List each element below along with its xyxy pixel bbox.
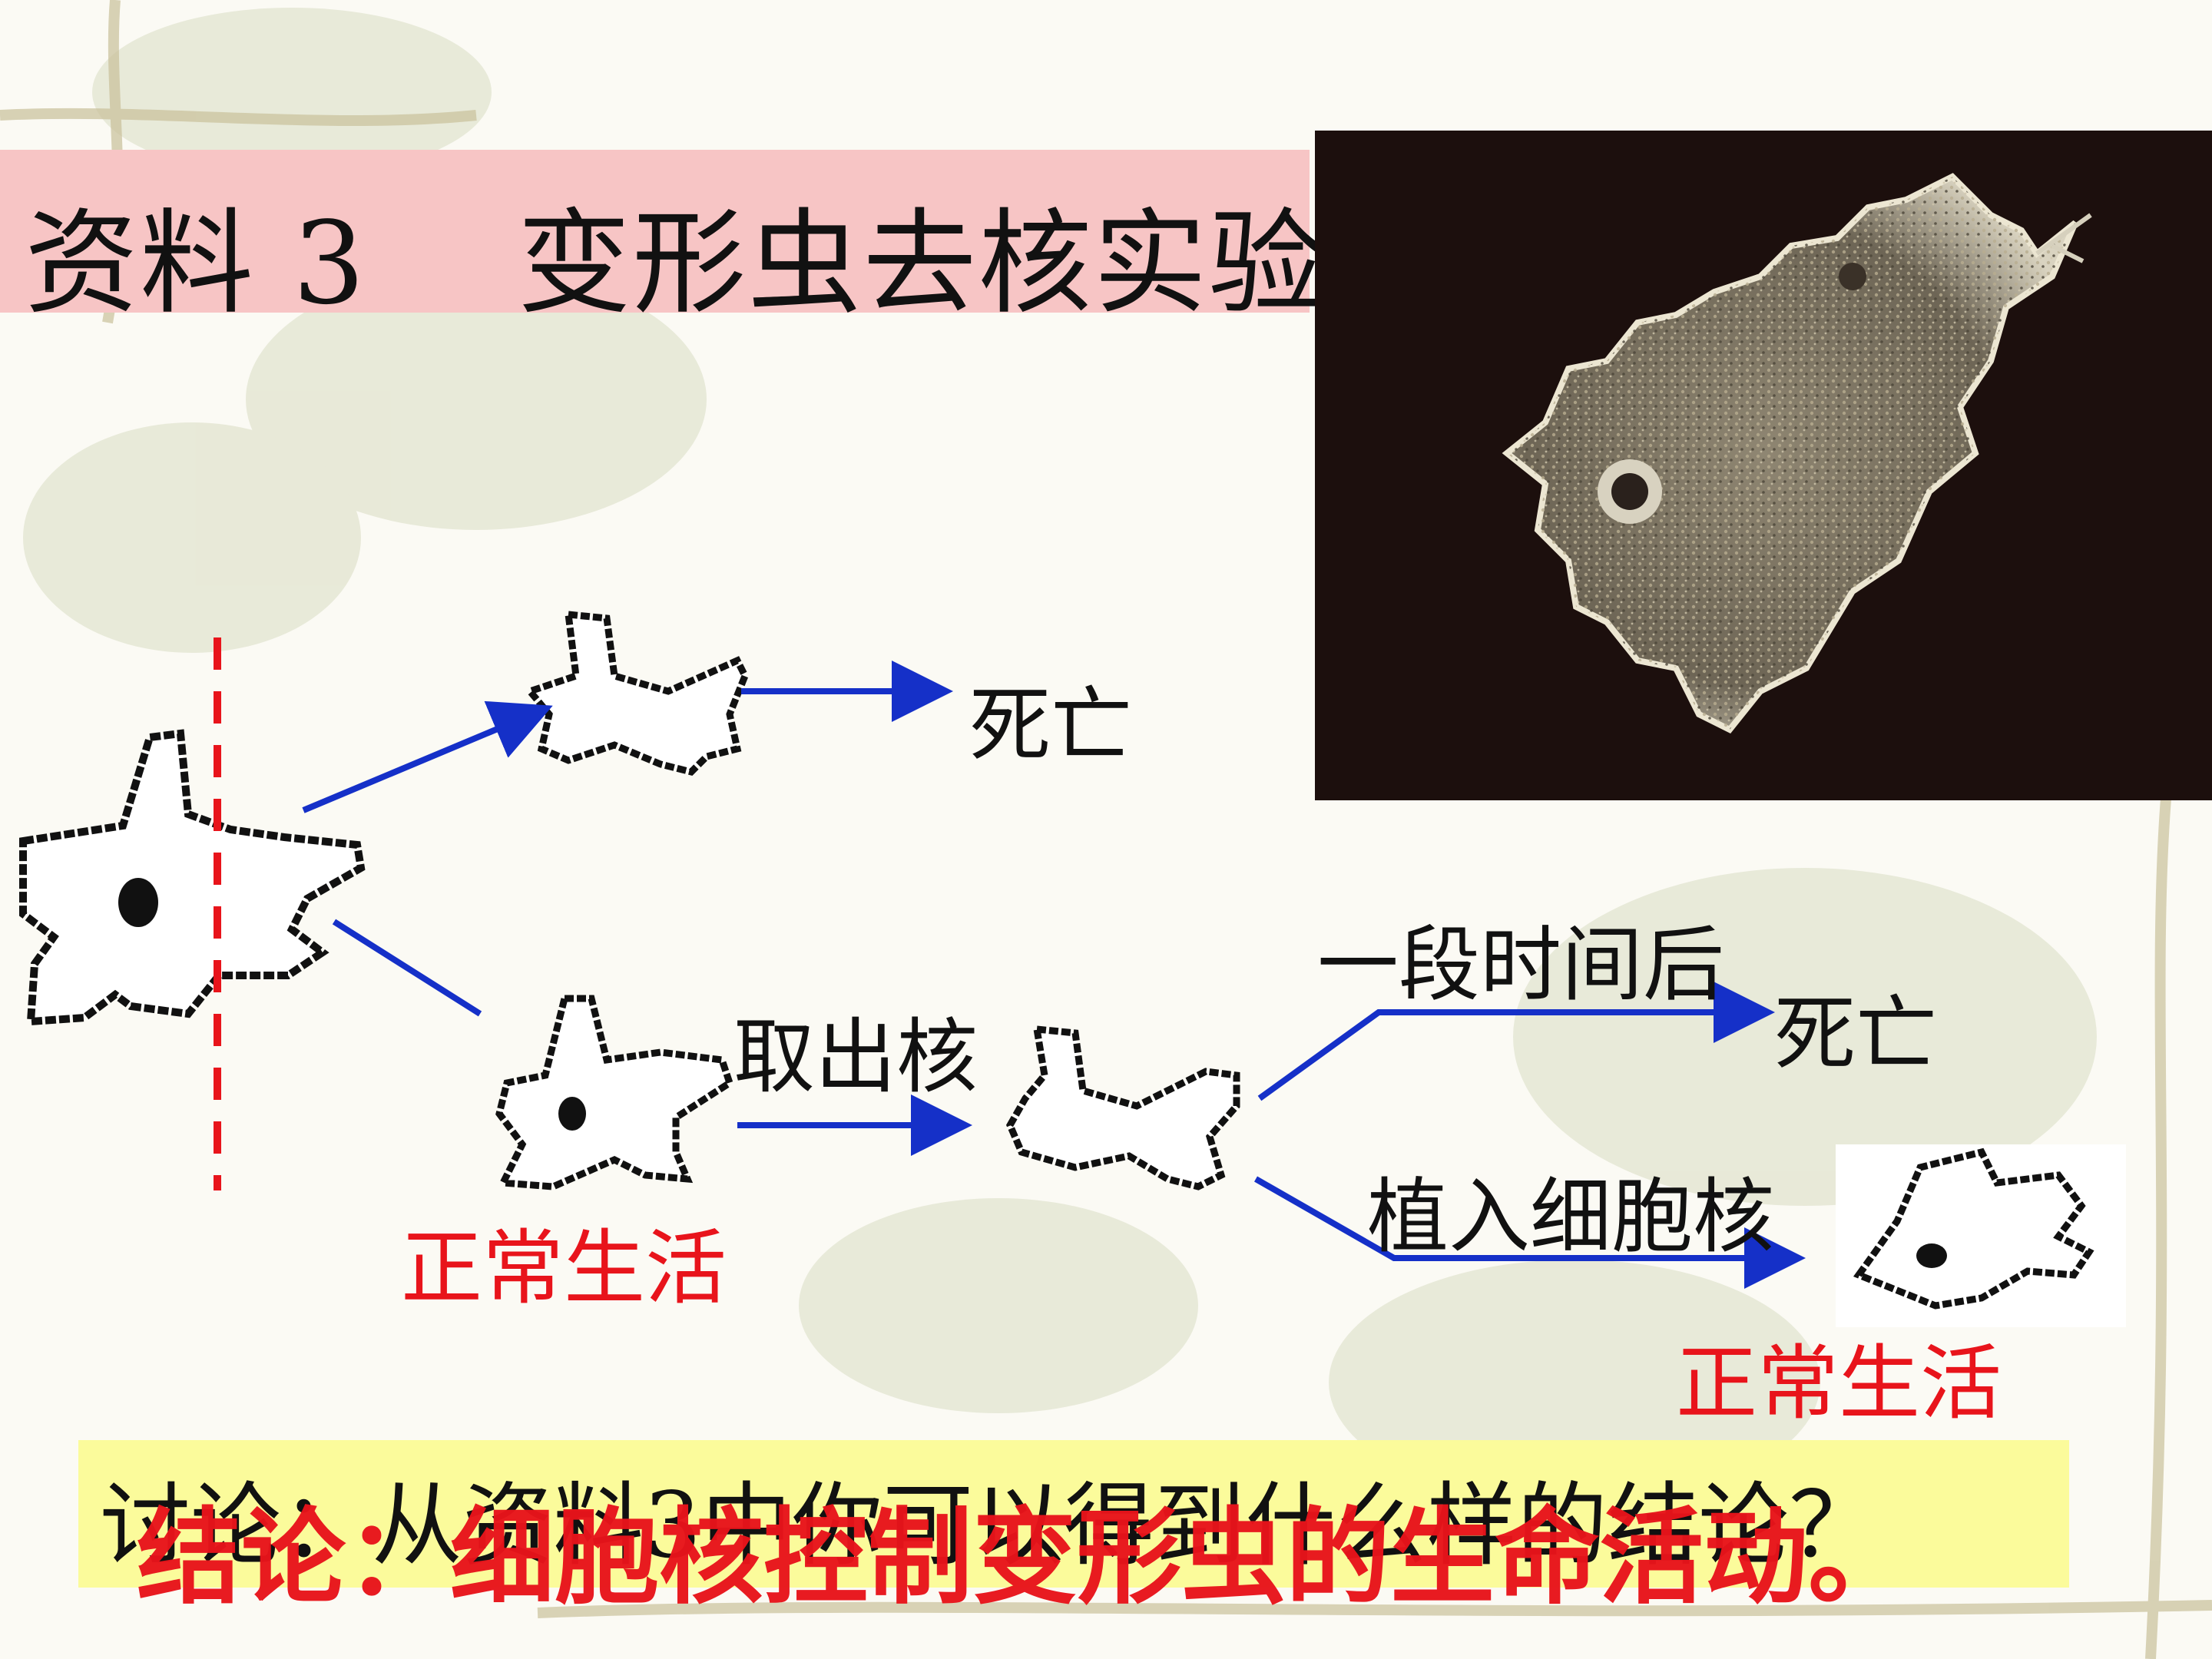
amoeba-fragment-anucleate <box>524 610 749 776</box>
label-remove-nucleus: 取出核 <box>733 1010 978 1104</box>
label-implant-nucleus: 植入细胞核 <box>1367 1170 1774 1264</box>
arrow-implant-nucleus <box>1254 1176 1806 1289</box>
amoeba-enucleated <box>1005 1025 1240 1190</box>
amoeba-renucleated <box>1853 1147 2094 1310</box>
label-death-top: 死亡 <box>969 678 1132 773</box>
discussion-question: 讨论：从资料3中你可以得到什么样的结论？ <box>100 1472 1880 1578</box>
amoeba-original <box>19 729 366 1026</box>
amoeba-photo <box>1315 131 2212 800</box>
arrow-split-bottom <box>332 919 482 1017</box>
discussion-banner <box>78 1440 2069 1588</box>
label-normal-right: 正常生活 <box>1676 1336 2002 1431</box>
label-normal-left: 正常生活 <box>401 1221 727 1316</box>
label-death-right: 死亡 <box>1774 987 1937 1081</box>
amoeba-fragment-nucleate <box>495 995 734 1190</box>
arrow-split-top <box>302 700 553 813</box>
label-after-time: 一段时间后 <box>1317 918 1724 1012</box>
conclusion-text: 结论：细胞核控制变形虫的生命活动。 <box>137 1498 1912 1619</box>
arrow-to-death-right <box>1257 982 1775 1101</box>
title-banner <box>0 150 1310 313</box>
slide-title: 资料 3 变形虫去核实验 <box>25 197 1324 329</box>
